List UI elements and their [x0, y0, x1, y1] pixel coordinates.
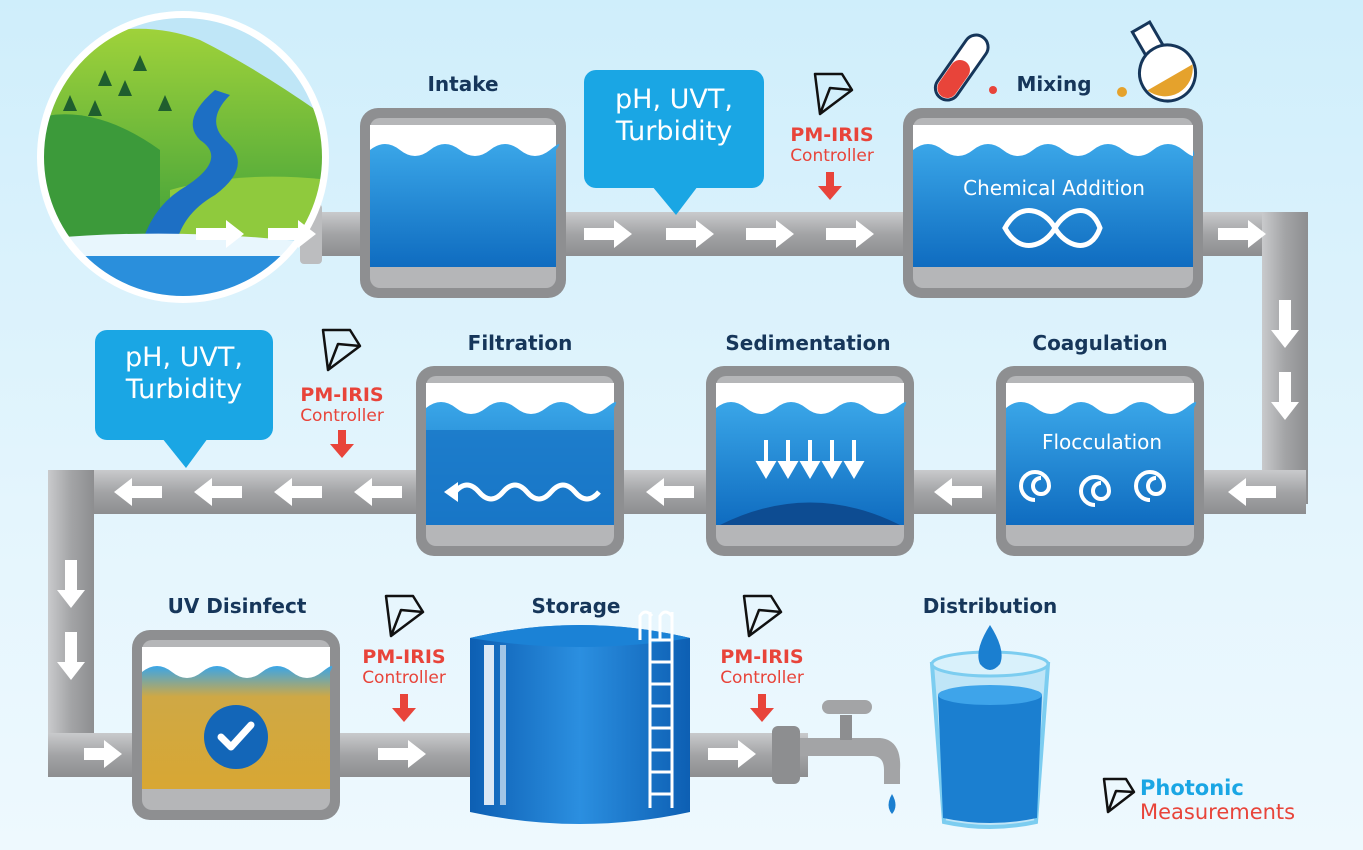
chemical-addition-label: Chemical Addition [963, 176, 1145, 200]
controller-name: PM-IRIS [720, 646, 804, 668]
sensor-callout: pH, UVT, Turbidity [584, 70, 764, 188]
stage-label-sedimentation: Sedimentation [725, 331, 891, 355]
intake-tank [360, 108, 566, 298]
sensor-callout: pH, UVT, Turbidity [95, 330, 273, 440]
mixing-tank [903, 108, 1203, 298]
controller-sub: Controller [362, 668, 446, 688]
controller-name: PM-IRIS [362, 646, 446, 668]
pm-iris-controller: PM-IRIS Controller [300, 384, 384, 426]
stage-label-distribution: Distribution [922, 594, 1058, 618]
callout-line-1: pH, UVT, [125, 342, 243, 373]
faucet-icon [772, 700, 901, 814]
flocculation-label: Flocculation [1041, 430, 1163, 454]
controller-sub: Controller [300, 406, 384, 426]
brand-logo: Photonic Measurements [1140, 776, 1295, 824]
ladder [638, 610, 674, 808]
brand-line-1: Photonic [1140, 776, 1244, 800]
callout-line-2: Turbidity [615, 116, 733, 147]
storage-tank [470, 610, 690, 824]
water-glass-icon [929, 625, 1051, 829]
landscape-river-icon [37, 11, 329, 303]
pm-iris-controller: PM-IRIS Controller [720, 646, 804, 688]
flow-arrow-icon [57, 220, 1299, 768]
coagulation-tank [996, 366, 1204, 556]
controller-sub: Controller [790, 146, 874, 166]
brand-line-2: Measurements [1140, 800, 1296, 824]
controller-arrows [330, 172, 842, 722]
controller-name: PM-IRIS [790, 124, 874, 146]
uv-disinfect-tank [132, 630, 340, 820]
callout-line-2: Turbidity [125, 374, 243, 405]
pm-iris-controller: PM-IRIS Controller [790, 124, 874, 166]
flask-icon [1117, 20, 1197, 103]
callout-pointer [652, 186, 698, 215]
prism-logo-icon [321, 72, 1136, 814]
controller-sub: Controller [720, 668, 804, 688]
drop-icon [888, 794, 896, 814]
stage-label-filtration: Filtration [467, 331, 573, 355]
stage-label-mixing: Mixing [1016, 72, 1092, 96]
stage-label-storage: Storage [531, 594, 621, 618]
stage-label-uv-disinfect: UV Disinfect [167, 594, 307, 618]
filtration-tank [416, 366, 624, 556]
pm-iris-controller: PM-IRIS Controller [362, 646, 446, 688]
stage-label-intake: Intake [427, 72, 499, 96]
callout-pointer [162, 438, 208, 468]
stage-label-coagulation: Coagulation [1032, 331, 1168, 355]
sedimentation-tank [706, 366, 914, 556]
controller-name: PM-IRIS [300, 384, 384, 406]
callout-line-1: pH, UVT, [615, 84, 733, 115]
drop-icon [978, 625, 1002, 670]
test-tube-icon [933, 33, 997, 102]
